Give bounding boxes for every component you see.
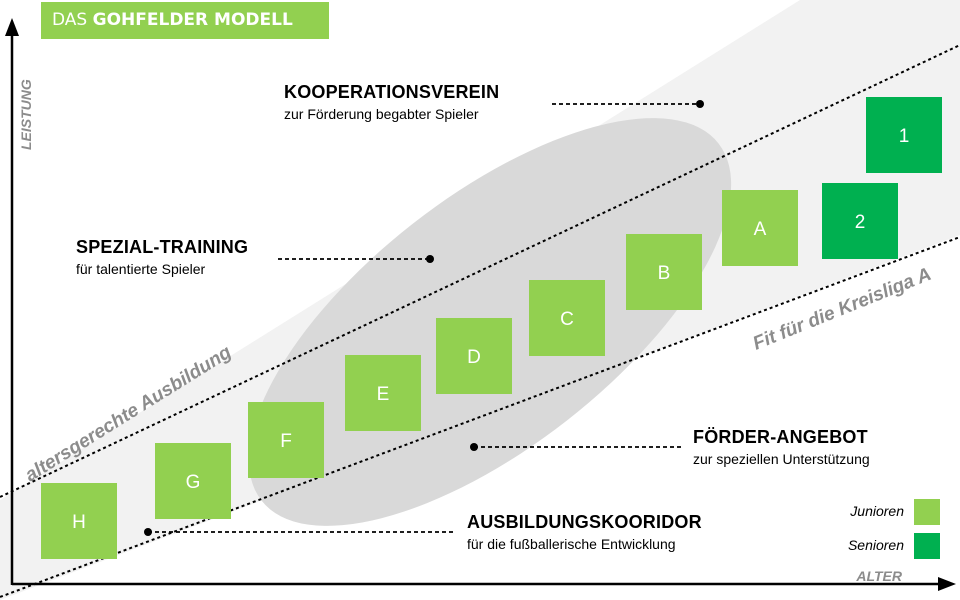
team-square-label: C (560, 309, 574, 330)
team-square-label: B (658, 263, 671, 284)
note-foerder: FÖRDER-ANGEBOT zur speziellen Unterstütz… (693, 425, 870, 469)
note-foerder-heading: FÖRDER-ANGEBOT (693, 427, 868, 447)
note-korridor: AUSBILDUNGSKOORIDOR für die fußballerisc… (467, 510, 702, 554)
note-spezial-heading: SPEZIAL-TRAINING (76, 237, 249, 257)
note-kooperation-text: zur Förderung begabter Spieler (284, 106, 479, 122)
legend-swatch-junioren (914, 499, 940, 525)
note-spezial-text: für talentierte Spieler (76, 261, 206, 277)
note-korridor-heading: AUSBILDUNGSKOORIDOR (467, 512, 702, 532)
team-square-h: H (41, 483, 117, 559)
team-square-box (722, 190, 798, 266)
team-square-label: D (467, 347, 481, 368)
team-square-box (41, 483, 117, 559)
note-kooperation-heading: KOOPERATIONSVEREIN (284, 82, 500, 102)
note-korridor-text: für die fußballerische Entwicklung (467, 536, 676, 552)
team-square-label: 1 (899, 126, 910, 147)
note-foerder-text: zur speziellen Unterstützung (693, 451, 870, 467)
legend-label-junioren: Junioren (850, 503, 904, 519)
team-square-1: 1 (866, 97, 942, 173)
team-square-box (866, 97, 942, 173)
team-square-label: A (754, 219, 767, 240)
connector-dot-spezial (426, 255, 434, 263)
y-axis-label: LEISTUNG (18, 79, 34, 150)
title-bold: GOHFELDER MODELL (92, 10, 293, 30)
team-square-label: H (72, 512, 86, 533)
diagram-title: DAS GOHFELDER MODELL (41, 2, 329, 39)
connector-dot-kooperation (696, 100, 704, 108)
note-spezial: SPEZIAL-TRAINING für talentierte Spieler (76, 235, 248, 279)
team-square-box (822, 183, 898, 259)
title-light: DAS (52, 10, 93, 30)
legend-label-senioren: Senioren (847, 537, 904, 553)
x-axis-arrow-icon (938, 577, 956, 591)
team-square-d: D (436, 318, 512, 394)
team-square-box (436, 318, 512, 394)
team-square-2: 2 (822, 183, 898, 259)
team-square-box (155, 443, 231, 519)
team-square-e: E (345, 355, 421, 431)
x-axis-label: ALTER (855, 568, 903, 584)
lower-boundary-line (0, 236, 960, 598)
team-square-g: G (155, 443, 231, 519)
team-square-a: A (722, 190, 798, 266)
note-kooperation: KOOPERATIONSVEREIN zur Förderung begabte… (284, 80, 499, 124)
team-square-label: 2 (855, 212, 866, 233)
connector-dot-foerder (470, 443, 478, 451)
team-square-box (248, 402, 324, 478)
team-square-b: B (626, 234, 702, 310)
team-square-box (626, 234, 702, 310)
team-square-box (529, 280, 605, 356)
team-square-c: C (529, 280, 605, 356)
upper-boundary-line (0, 44, 960, 498)
team-square-label: E (377, 384, 390, 405)
team-square-label: G (186, 472, 201, 493)
team-square-label: F (280, 431, 292, 452)
legend-swatch-senioren (914, 533, 940, 559)
team-square-box (345, 355, 421, 431)
team-squares: H G F E D C B A 2 1 (41, 97, 942, 559)
team-square-f: F (248, 402, 324, 478)
y-axis-arrow-icon (5, 18, 19, 36)
connector-dot-korridor (144, 528, 152, 536)
